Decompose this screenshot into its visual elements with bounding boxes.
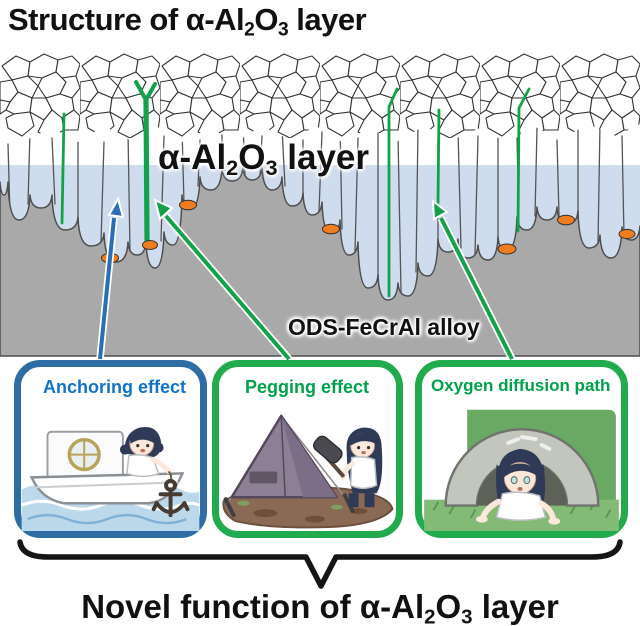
anchoring-arrow (96, 196, 125, 360)
page-title: Structure of α-Al2O3 layer (8, 2, 367, 41)
grouping-brace (17, 539, 623, 589)
tent-pegging-illustration (222, 414, 394, 529)
oxygen-diffusion-paths (60, 80, 531, 298)
boat-anchor-illustration (21, 426, 200, 531)
alloy-label: ODS-FeCrAl alloy (288, 314, 480, 340)
pegging-effect-title: Pegging effect (245, 377, 370, 397)
tunnel-crawl-illustration (424, 409, 619, 531)
pegging-arrow (153, 198, 292, 360)
anchoring-effect-card: Anchoring effect (14, 360, 207, 538)
oxide-layer-diagram (0, 52, 640, 360)
alumina-layer-label: α-Al2O3 layer (158, 138, 369, 181)
oxygen-diffusion-card: Oxygen diffusion path (415, 360, 628, 538)
figure-caption: Novel function of α-Al2O3 layer (81, 588, 559, 626)
equiaxed-grain-band (0, 52, 640, 142)
oxygen-diffusion-title: Oxygen diffusion path (431, 376, 611, 395)
oxygen-path-arrow (431, 198, 516, 360)
pegging-effect-card: Pegging effect (212, 360, 403, 538)
anchoring-effect-title: Anchoring effect (43, 377, 187, 397)
